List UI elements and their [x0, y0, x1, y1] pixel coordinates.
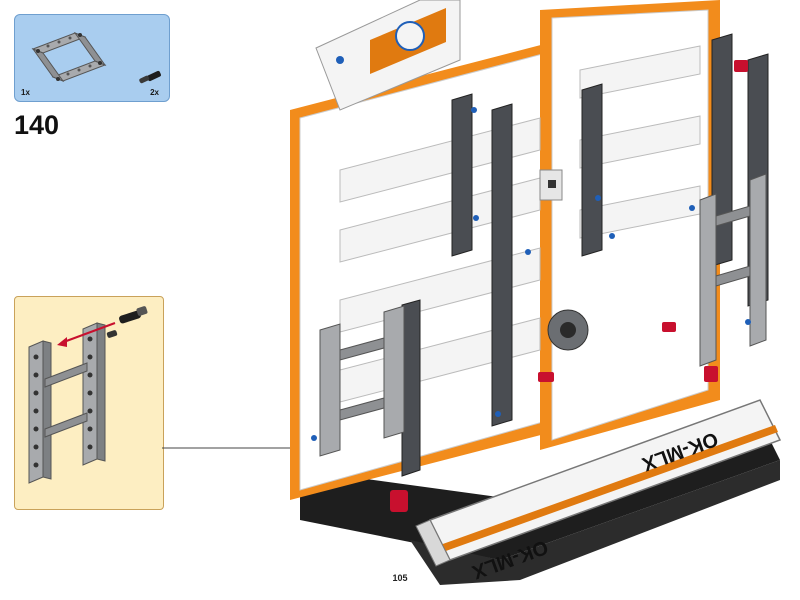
frame-cross-bars — [44, 362, 88, 438]
red-connectors — [390, 60, 748, 512]
red-arrow-icon — [57, 322, 116, 347]
installed-frame-right — [699, 173, 767, 367]
pin-insertion — [106, 306, 148, 338]
front-bumper — [415, 399, 782, 567]
frame-holes — [33, 336, 93, 468]
dark-gray-vertical-beams — [401, 33, 769, 477]
frame-part-icon — [31, 31, 107, 83]
gear-mechanism — [539, 169, 589, 351]
parts-list-box: 1x 2x — [14, 14, 170, 102]
blue-pins — [311, 107, 751, 441]
installed-frame-left — [319, 305, 405, 457]
parts-list-illustration — [31, 31, 161, 84]
page-number: 105 — [392, 573, 408, 583]
step-number: 140 — [14, 110, 60, 140]
substep-callout-box — [14, 296, 164, 510]
pin-part-icon — [139, 70, 161, 84]
pin-quantity: 2x — [150, 88, 159, 97]
upper-white-panel — [315, 0, 461, 111]
frame-quantity: 1x — [21, 88, 30, 97]
service-sticker-icon — [395, 21, 425, 51]
frame-assembly-illustration — [28, 306, 148, 484]
